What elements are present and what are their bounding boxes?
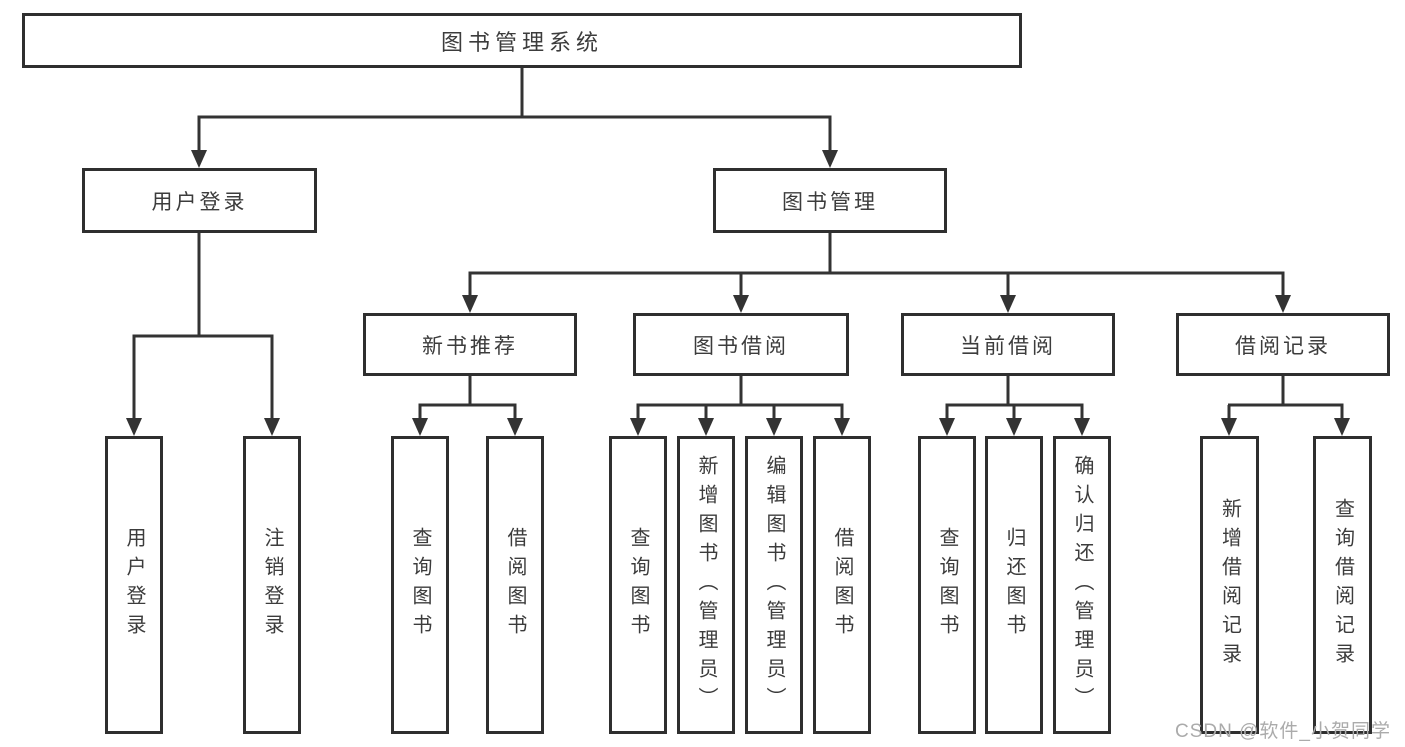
leaf-add-borrow-record: 新增借阅记录	[1200, 436, 1259, 734]
node-label: 图书管理系统	[440, 29, 603, 55]
leaf-label: 查询图书	[409, 527, 431, 643]
leaf-label: 注销登录	[261, 527, 283, 643]
leaf-label: 确认归还（管理员）	[1071, 454, 1093, 716]
leaf-user-login: 用户登录	[105, 436, 163, 734]
node-label: 图书管理	[782, 190, 878, 214]
node-borrow-records: 借阅记录	[1176, 313, 1390, 376]
leaf-edit-books-admin: 编辑图书（管理员）	[745, 436, 803, 734]
leaf-label: 用户登录	[123, 527, 145, 643]
csdn-watermark: CSDN @软件_小贺同学	[1175, 721, 1391, 742]
node-book-borrow: 图书借阅	[633, 313, 849, 376]
leaf-return-books: 归还图书	[985, 436, 1043, 734]
leaf-query-borrow-record: 查询借阅记录	[1313, 436, 1372, 734]
node-label: 用户登录	[151, 190, 248, 214]
node-label: 借阅记录	[1235, 334, 1331, 358]
leaf-label: 借阅图书	[831, 527, 853, 643]
leaf-label: 借阅图书	[504, 527, 526, 643]
node-label: 当前借阅	[960, 334, 1056, 358]
leaf-label: 查询图书	[627, 527, 649, 643]
leaf-borrow-books: 借阅图书	[813, 436, 871, 734]
node-new-book-recommend: 新书推荐	[363, 313, 577, 376]
leaf-add-books-admin: 新增图书（管理员）	[677, 436, 735, 734]
leaf-borrow-books-recommend: 借阅图书	[486, 436, 544, 734]
leaf-query-books-borrow: 查询图书	[609, 436, 667, 734]
node-book-management: 图书管理	[713, 168, 947, 233]
leaf-query-books-current: 查询图书	[918, 436, 976, 734]
leaf-query-books-recommend: 查询图书	[391, 436, 449, 734]
leaf-label: 新增图书（管理员）	[695, 454, 717, 716]
leaf-label: 查询图书	[936, 527, 958, 643]
leaf-confirm-return-admin: 确认归还（管理员）	[1053, 436, 1111, 734]
node-user-login: 用户登录	[82, 168, 317, 233]
node-library-management-system: 图书管理系统	[22, 13, 1022, 68]
leaf-label: 查询借阅记录	[1331, 498, 1354, 672]
node-label: 新书推荐	[422, 334, 518, 358]
leaf-label: 新增借阅记录	[1218, 498, 1241, 672]
leaf-label: 编辑图书（管理员）	[763, 454, 785, 716]
leaf-logout: 注销登录	[243, 436, 301, 734]
node-current-borrow: 当前借阅	[901, 313, 1115, 376]
node-label: 图书借阅	[693, 334, 789, 358]
leaf-label: 归还图书	[1003, 527, 1025, 643]
